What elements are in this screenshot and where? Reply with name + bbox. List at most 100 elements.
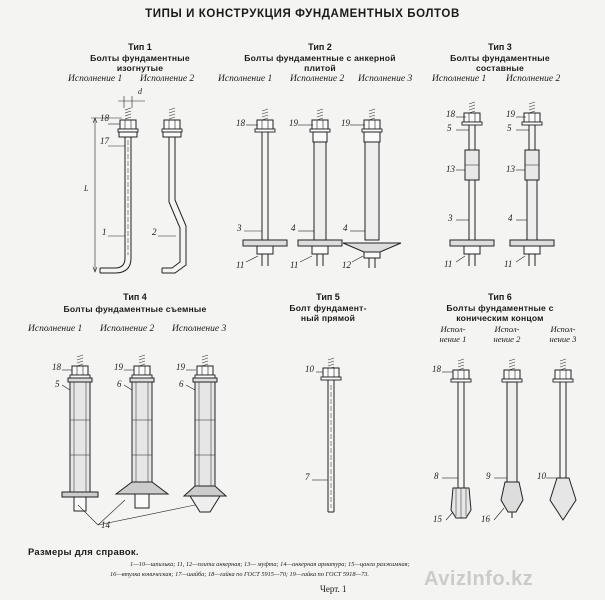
callout-t6-9: 9 (486, 471, 491, 481)
type-4-bolt-1 (61, 354, 99, 512)
type-1-variant-2: Исполнение 2 (140, 74, 195, 84)
type-2-name: Болты фундаментные с анкерной плитой (230, 53, 410, 73)
type-1-variant-1: Исполнение 1 (68, 74, 123, 84)
type-2-variant-3: Исполнение 3 (358, 74, 413, 84)
type-6-bolt-1 (450, 358, 472, 519)
type-2-variant-1: Исполнение 1 (218, 74, 273, 84)
type-2-name-line-1: Болты фундаментные с анкерной (244, 53, 396, 63)
type-1-name-line-2: изогнутые (116, 63, 164, 73)
type-3-label: Тип 3 (488, 42, 512, 52)
type-3-variant-1: Исполнение 1 (432, 74, 487, 84)
type-6-bolt-3 (549, 358, 577, 521)
callout-t4-19b: 19 (176, 362, 185, 372)
type-5-leaders (312, 371, 328, 481)
type-3-variant-2: Исполнение 2 (506, 74, 561, 84)
callout-t3-3: 3 (448, 213, 453, 223)
watermark-logo: AvizInfo.kz (424, 568, 534, 590)
callout-t2-19a: 19 (289, 118, 298, 128)
type-2-bolt-3 (342, 108, 402, 268)
type-2-bolt-1 (242, 108, 288, 266)
callout-t6-16: 16 (481, 514, 490, 524)
callout-t3-19: 19 (506, 109, 515, 119)
page-title: ТИПЫ И КОНСТРУКЦИЯ ФУНДАМЕНТНЫХ БОЛТОВ (145, 8, 460, 20)
type-4-name: Болты фундаментные съемные (55, 304, 215, 314)
callout-t2-11a: 11 (236, 260, 245, 270)
callout-t3-5b: 5 (507, 123, 512, 133)
type-3-name-line-2: составные (475, 63, 525, 73)
type-4-variant-2: Исполнение 2 (100, 324, 155, 334)
callout-t4-5: 5 (55, 379, 60, 389)
type-6-variant-1-line-2: нение 1 (439, 334, 467, 344)
callout-t5-7: 7 (305, 472, 310, 482)
callout-t1-17: 17 (100, 136, 109, 146)
callout-t6-10: 10 (537, 471, 546, 481)
type-4-variant-1: Исполнение 1 (28, 324, 83, 334)
callout-t2-18: 18 (236, 118, 245, 128)
type-3-bolt-1 (449, 101, 495, 266)
callout-t2-11b: 11 (290, 260, 299, 270)
callout-t3-13a: 13 (446, 164, 455, 174)
callout-t1-18: 18 (100, 113, 109, 123)
type-1-leaders (108, 123, 176, 237)
type-6-variant-2-line-1: Испол- (494, 324, 520, 334)
dimension-L: L (84, 184, 89, 193)
callout-t2-4b: 4 (343, 223, 348, 233)
type-4-bolt-3 (182, 354, 228, 513)
type-1-name: Болты фундаментные изогнутые (70, 53, 210, 73)
callout-t4-18: 18 (52, 362, 61, 372)
callout-t1-1: 1 (102, 227, 107, 237)
type-6-name: Болты фундаментные с коническим концом (425, 303, 575, 323)
type-2-variant-2: Исполнение 2 (290, 74, 345, 84)
type-6-variant-1-line-1: Испол- (440, 324, 466, 334)
type-3-name-line-1: Болты фундаментные (450, 53, 550, 63)
type-4-leaders (61, 369, 196, 526)
callout-t3-18: 18 (446, 109, 455, 119)
type-3-leaders (455, 116, 529, 263)
callout-t4-6a: 6 (117, 379, 122, 389)
callout-t6-15: 15 (433, 514, 442, 524)
callout-t6-18: 18 (432, 364, 441, 374)
type-6-leaders (442, 371, 560, 521)
type-1-dimensions (91, 96, 145, 273)
callout-t4-14: 14 (101, 520, 110, 530)
callout-t4-19a: 19 (114, 362, 123, 372)
type-6-label: Тип 6 (488, 292, 512, 302)
callout-t2-12: 12 (342, 260, 351, 270)
type-2-leaders (244, 124, 365, 263)
footer-legend-line-2: 16—втулка коническая; 17—шайба; 18—гайка… (110, 571, 369, 578)
type-6-variant-1: Испол- нение 1 (428, 324, 478, 344)
type-6-name-line-1: Болты фундаментные с (446, 303, 554, 313)
type-2-label: Тип 2 (308, 42, 332, 52)
callout-t3-13b: 13 (506, 164, 515, 174)
callout-t3-4: 4 (508, 213, 513, 223)
type-3-name: Болты фундаментные составные (430, 53, 570, 73)
type-3-bolt-2 (509, 101, 555, 266)
type-1-name-line-1: Болты фундаментные (90, 53, 190, 63)
callout-t3-11a: 11 (444, 259, 453, 269)
type-5-bolt (320, 357, 342, 513)
type-4-label: Тип 4 (123, 292, 147, 302)
footer-title: Размеры для справок. (28, 546, 139, 557)
callout-t1-2: 2 (152, 227, 157, 237)
sheet-number: Черт. 1 (320, 584, 347, 594)
callout-t6-8: 8 (434, 471, 439, 481)
type-5-name-line-1: Болт фундамент- (289, 303, 367, 313)
callout-t5-10: 10 (305, 364, 314, 374)
callout-t2-4a: 4 (291, 223, 296, 233)
type-6-variant-3-line-2: нение 3 (549, 334, 577, 344)
type-4-bolt-2 (114, 354, 170, 509)
callout-t2-19b: 19 (341, 118, 350, 128)
type-5-label: Тип 5 (316, 292, 340, 302)
type-1-label: Тип 1 (128, 42, 152, 52)
dimension-d: d (138, 87, 142, 96)
type-6-variant-3: Испол- нение 3 (538, 324, 588, 344)
type-6-variant-3-line-1: Испол- (550, 324, 576, 334)
type-6-variant-2: Испол- нение 2 (482, 324, 532, 344)
callout-t2-3: 3 (237, 223, 242, 233)
type-6-name-line-2: коническим концом (456, 313, 544, 323)
type-5-name-line-2: ный прямой (300, 313, 356, 323)
type-5-name: Болт фундамент- ный прямой (278, 303, 378, 323)
footer-legend-line-1: 1—10—шпилька; 11, 12—плита анкерная; 13—… (130, 561, 410, 568)
type-4-variant-3: Исполнение 3 (172, 324, 227, 334)
